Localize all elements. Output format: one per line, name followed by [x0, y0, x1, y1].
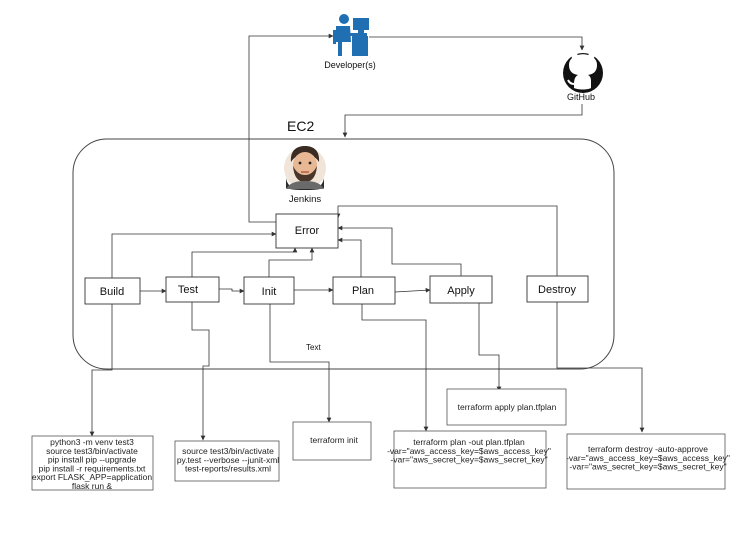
- stage-error-label: Error: [295, 225, 320, 237]
- note-destroy-line: terraform destroy -auto-approve: [588, 444, 708, 454]
- note-test-line: py.test --verbose --junit-xml: [177, 455, 279, 465]
- note-build-line: pip install pip --upgrade: [48, 455, 137, 465]
- note-destroy-line: -var="aws_secret_key=$aws_secret_key": [569, 462, 726, 472]
- note-destroy: terraform destroy -auto-approve-var="aws…: [566, 433, 730, 490]
- note-init: terraform init: [292, 421, 372, 461]
- note-build-line: pip install -r requirements.txt: [39, 463, 146, 473]
- github-label: GitHub: [567, 92, 595, 102]
- stage-build-label: Build: [100, 286, 124, 298]
- note-apply: terraform apply plan.tfplan: [446, 388, 567, 426]
- jenkins-label: Jenkins: [289, 194, 321, 205]
- ec2-label: EC2: [287, 118, 314, 134]
- developer-at-desk-icon: [333, 14, 369, 56]
- note-apply-text: terraform apply plan.tfplan: [458, 402, 557, 412]
- stage-plan: Plan: [332, 276, 396, 305]
- github-octocat-icon: [563, 52, 603, 93]
- note-plan: terraform plan -out plan.tfplan-var="aws…: [387, 430, 551, 489]
- note-plan-line: terraform plan -out plan.tfplan: [413, 437, 525, 447]
- note-destroy-text: terraform destroy -auto-approve-var="aws…: [566, 444, 730, 472]
- note-plan-text: terraform plan -out plan.tfplan-var="aws…: [387, 437, 551, 465]
- stage-plan-label: Plan: [352, 285, 374, 297]
- stage-init-label: Init: [262, 286, 277, 298]
- floating-text-label: Text: [306, 343, 321, 352]
- ec2-region: [72, 138, 615, 370]
- note-build-line: flask run &: [72, 481, 112, 491]
- note-test-line: test-reports/results.xml: [185, 464, 271, 474]
- jenkins-avatar-icon: [284, 146, 326, 190]
- note-plan-line: -var="aws_secret_key=$aws_secret_key": [390, 455, 547, 465]
- note-init-line: terraform init: [310, 435, 358, 445]
- note-build-line: source test3/bin/activate: [46, 446, 138, 456]
- stage-test: Test: [165, 276, 220, 303]
- note-apply-line: terraform apply plan.tfplan: [458, 402, 557, 412]
- stage-apply-label: Apply: [447, 285, 475, 297]
- stage-destroy-label: Destroy: [538, 284, 576, 296]
- developer-label: Developer(s): [324, 60, 376, 70]
- note-build-line: python3 -m venv test3: [50, 437, 134, 447]
- note-init-text: terraform init: [310, 435, 358, 445]
- stage-init: Init: [243, 276, 295, 305]
- note-destroy-line: -var="aws_access_key=$aws_access_key": [566, 453, 730, 463]
- note-plan-line: -var="aws_access_key=$aws_access_key": [387, 446, 551, 456]
- connectors: [89, 33, 645, 441]
- stage-error: Error: [275, 213, 339, 249]
- stage-test-label: Test: [178, 284, 198, 296]
- note-build-line: export FLASK_APP=application: [32, 472, 153, 482]
- note-test-line: source test3/bin/activate: [182, 446, 274, 456]
- stage-destroy: Destroy: [526, 275, 589, 303]
- stage-apply: Apply: [429, 275, 493, 304]
- stage-build: Build: [84, 277, 141, 305]
